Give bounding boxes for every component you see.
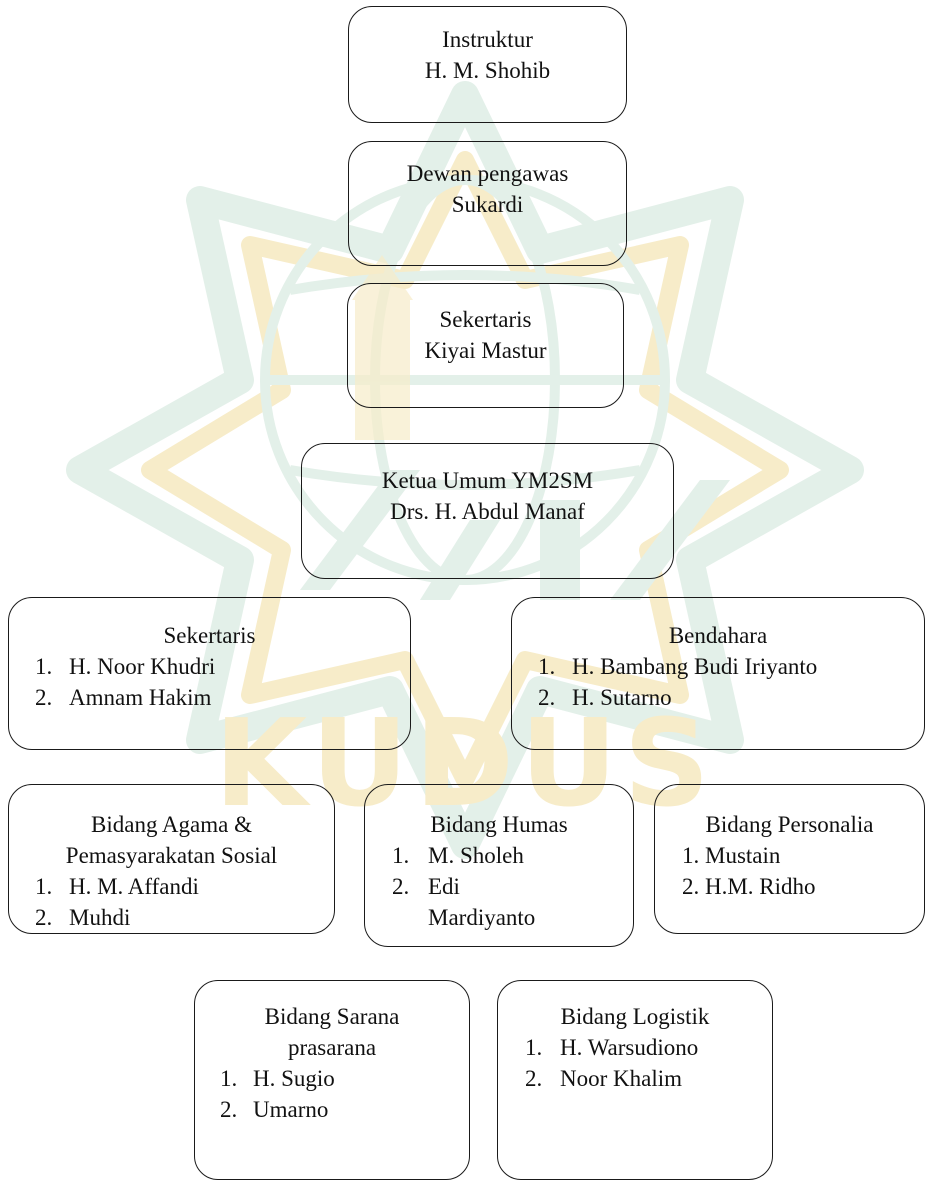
- bidang-personalia-member-list: 1. Mustain 2. H.M. Ridho: [655, 840, 924, 902]
- instruktur-box: Instruktur H. M. Shohib: [348, 6, 627, 123]
- list-item: 1.H. Warsudiono: [525, 1035, 699, 1060]
- letters-emblem: [300, 470, 730, 600]
- list-item: 2.Edi: [392, 874, 460, 899]
- bidang-sarana-title-line2: prasarana: [287, 1035, 377, 1060]
- list-item: 2.H. Sutarno: [538, 685, 672, 710]
- bendahara-box: Bendahara 1.H. Bambang Budi Iriyanto 2.H…: [511, 597, 925, 750]
- bidang-sarana-box: Bidang Sarana prasarana 1.H. Sugio 2.Uma…: [194, 980, 470, 1180]
- instruktur-name: H. M. Shohib: [424, 58, 551, 83]
- bidang-humas-title: Bidang Humas: [430, 812, 568, 837]
- sekertaris-member-list: 1.H. Noor Khudri 2.Amnam Hakim: [9, 651, 410, 713]
- sekertaris-title: Sekertaris: [163, 623, 256, 648]
- sekertaris-box: Sekertaris 1.H. Noor Khudri 2.Amnam Haki…: [8, 597, 411, 750]
- ketua-umum-box: Ketua Umum YM2SM Drs. H. Abdul Manaf: [301, 443, 674, 579]
- list-item: 1.H. Sugio: [220, 1066, 335, 1091]
- bidang-logistik-box: Bidang Logistik 1.H. Warsudiono 2.Noor K…: [497, 980, 773, 1180]
- list-item: 2.Umarno: [220, 1097, 329, 1122]
- dewan-pengawas-name: Sukardi: [451, 192, 524, 217]
- bidang-sarana-title-line1: Bidang Sarana: [264, 1004, 400, 1029]
- bidang-personalia-box: Bidang Personalia 1. Mustain 2. H.M. Rid…: [654, 784, 925, 934]
- bendahara-title: Bendahara: [668, 623, 768, 648]
- bidang-agama-member-list: 1.H. M. Affandi 2.Muhdi: [9, 871, 334, 933]
- bidang-sarana-member-list: 1.H. Sugio 2.Umarno: [195, 1063, 469, 1125]
- ketua-umum-name: Drs. H. Abdul Manaf: [390, 499, 585, 524]
- bidang-humas-box: Bidang Humas 1.M. Sholeh 2.Edi Mardiyant…: [364, 784, 634, 947]
- bidang-agama-title-line1: Bidang Agama &: [91, 812, 252, 837]
- bidang-agama-box: Bidang Agama & Pemasyarakatan Sosial 1.H…: [8, 784, 335, 934]
- list-item: 2.Noor Khalim: [525, 1066, 683, 1091]
- list-item: 1. Mustain: [682, 843, 781, 868]
- bidang-agama-title-line2: Pemasyarakatan Sosial: [65, 843, 278, 868]
- bidang-humas-member-list: 1.M. Sholeh 2.Edi: [365, 840, 633, 902]
- bidang-humas-member-continuation: Mardiyanto: [428, 905, 536, 930]
- star-emblem: [66, 81, 864, 859]
- sekertaris-top-name: Kiyai Mastur: [424, 338, 547, 363]
- dewan-pengawas-box: Dewan pengawas Sukardi: [348, 141, 627, 266]
- instruktur-title: Instruktur: [442, 27, 533, 52]
- list-item: 1.H. M. Affandi: [35, 874, 199, 899]
- list-item: 2.Amnam Hakim: [35, 685, 212, 710]
- list-item: 2.Muhdi: [35, 905, 131, 930]
- bendahara-member-list: 1.H. Bambang Budi Iriyanto 2.H. Sutarno: [512, 651, 924, 713]
- list-item: 2. H.M. Ridho: [682, 874, 816, 899]
- dewan-pengawas-title: Dewan pengawas: [406, 161, 569, 186]
- list-item: 1.M. Sholeh: [392, 843, 524, 868]
- watermark-text: KUDUS: [214, 695, 716, 834]
- bidang-logistik-member-list: 1.H. Warsudiono 2.Noor Khalim: [498, 1032, 772, 1094]
- list-item: 1.H. Noor Khudri: [35, 654, 216, 679]
- list-item: 1.H. Bambang Budi Iriyanto: [538, 654, 818, 679]
- bidang-logistik-title: Bidang Logistik: [560, 1004, 710, 1029]
- sekertaris-top-title: Sekertaris: [439, 307, 532, 332]
- bidang-personalia-title: Bidang Personalia: [705, 812, 874, 837]
- sekertaris-top-box: Sekertaris Kiyai Mastur: [347, 283, 624, 408]
- ketua-umum-title: Ketua Umum YM2SM: [381, 468, 594, 493]
